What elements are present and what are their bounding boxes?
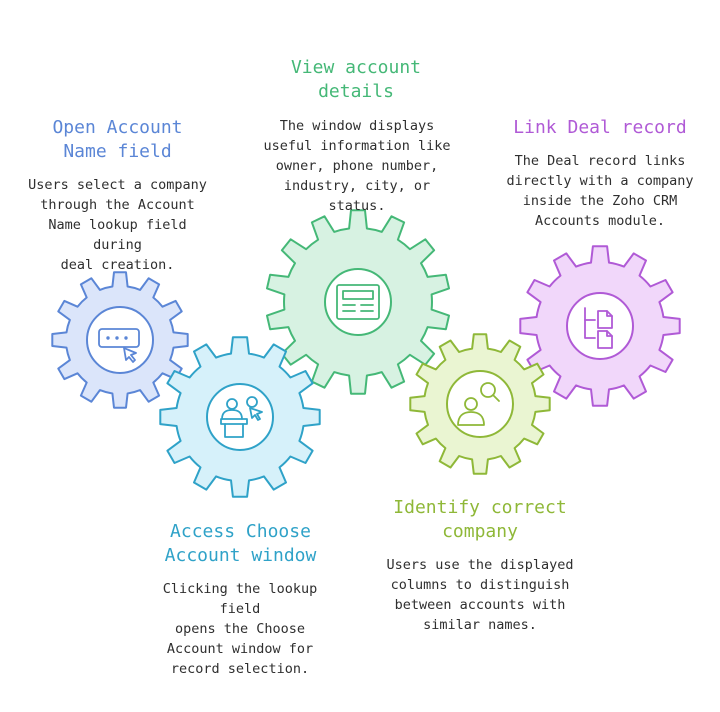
gear-view-account [266,209,450,395]
gear-link-deal [519,245,681,407]
gear-identify-company [409,333,551,475]
linked-documents-icon [584,307,613,349]
gear-access-choose-account [159,336,321,498]
text-input-cursor-icon [98,328,140,363]
gear-open-account-hub [86,306,154,374]
user-search-icon [457,382,500,426]
presenter-selection-icon [220,396,263,438]
gear-identify-company-hub [446,370,514,438]
document-layout-icon [336,284,380,320]
gear-open-account [51,271,189,409]
gear-access-choose-account-hub [206,383,274,451]
step-link-deal-title: Link Deal record [513,117,687,138]
gear-view-account-hub [324,268,392,336]
gear-link-deal-hub [566,292,634,360]
